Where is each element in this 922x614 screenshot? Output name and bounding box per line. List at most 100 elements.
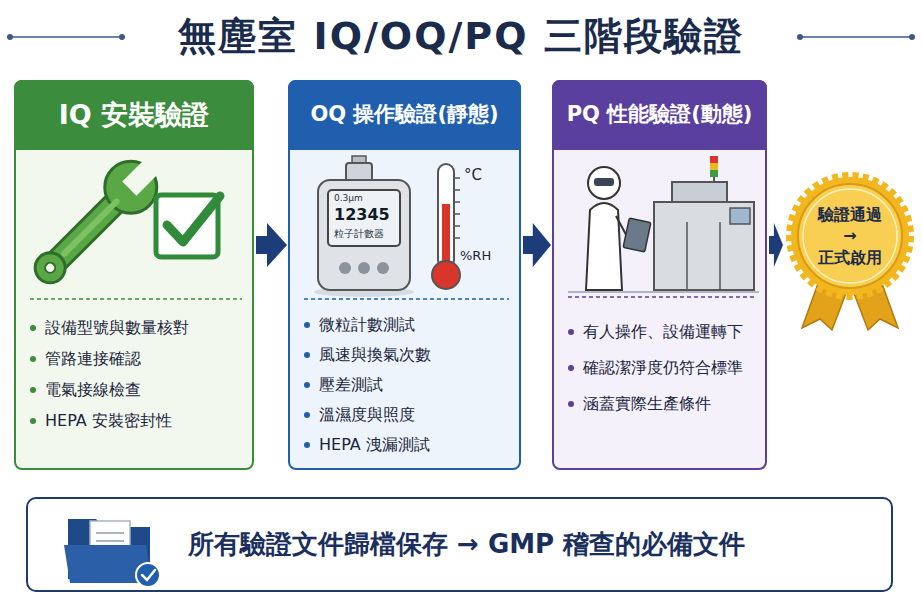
signal-yellow xyxy=(710,163,718,170)
rule-dot xyxy=(7,34,13,40)
bullet-row: 有人操作、設備運轉下 xyxy=(568,314,759,350)
signal-red xyxy=(710,156,718,163)
bullet-row: 設備型號與數量核對 xyxy=(30,312,246,343)
icon-part xyxy=(454,213,460,215)
bullet-row: 確認潔淨度仍符合標準 xyxy=(568,350,759,386)
approval-badge: 驗證通過 → 正式啟用 xyxy=(784,170,916,330)
bullet-text: 微粒計數測試 xyxy=(319,315,415,335)
bullet-row: 壓差測試 xyxy=(304,370,513,400)
bullet-row: 管路連接確認 xyxy=(30,343,246,374)
rule-dot xyxy=(909,34,915,40)
icon-part xyxy=(454,237,460,239)
badge-face: 驗證通過 → 正式啟用 xyxy=(784,170,916,302)
check-mark xyxy=(167,196,220,242)
dashed-divider xyxy=(304,298,509,300)
machine-body xyxy=(654,202,754,290)
bullet-dot xyxy=(304,322,310,328)
icon-part xyxy=(122,159,159,196)
header-band: IQ 安裝驗證 xyxy=(14,80,254,150)
bar-text-area: 所有驗證文件歸檔保存 → GMP 稽查的必備文件 xyxy=(188,499,877,590)
icon-part xyxy=(454,177,460,179)
bullet-text: 確認潔淨度仍符合標準 xyxy=(583,358,743,378)
phase-panel: PQ 性能驗證(動態) 有人操作、設備運轉下確認潔淨度仍符合標準涵蓋實際生產條件 xyxy=(552,80,767,470)
panel-heading: IQ 安裝驗證 xyxy=(59,99,209,131)
bullet-row: 風速與換氣次數 xyxy=(304,340,513,370)
archive-text: 所有驗證文件歸檔保存 → GMP 稽查的必備文件 xyxy=(188,529,745,560)
device-label: %RH xyxy=(460,248,491,264)
bullet-row: 涵蓋實際生產條件 xyxy=(568,386,759,422)
signal-green xyxy=(710,170,718,177)
dashed-divider xyxy=(568,296,755,298)
check-mark xyxy=(142,570,155,580)
device-label: °C xyxy=(464,166,482,184)
header-band: OQ 操作驗證(靜態) xyxy=(288,80,521,150)
machine-door xyxy=(719,222,721,290)
panel-heading: OQ 操作驗證(靜態) xyxy=(310,102,498,127)
phase-panel: IQ 安裝驗證設備型號與數量核對管路連接確認電氣接線檢查 HEPA 安裝密封性 xyxy=(14,80,254,470)
flow-arrow xyxy=(256,223,287,267)
flow-arrow xyxy=(769,223,783,267)
header-band: PQ 性能驗證(動態) xyxy=(552,80,767,150)
bullet-dot xyxy=(30,418,36,424)
bullet-text: 有人操作、設備運轉下 xyxy=(583,322,743,342)
bullet-dot xyxy=(568,329,574,335)
bullet-row: HEPA 安裝密封性 xyxy=(30,405,246,436)
bullet-row: 微粒計數測試 xyxy=(304,310,513,340)
archive-bar: 所有驗證文件歸檔保存 → GMP 稽查的必備文件 xyxy=(26,497,893,592)
thermometer-ticks xyxy=(454,178,460,238)
bullet-row: HEPA 洩漏測試 xyxy=(304,430,513,460)
wrench-icon xyxy=(21,148,170,297)
bullet-text: 設備型號與數量核對 xyxy=(45,318,189,338)
bullet-text: 涵蓋實際生產條件 xyxy=(583,394,711,414)
bullet-dot xyxy=(30,325,36,331)
flow-arrow xyxy=(523,223,551,267)
bullet-dot xyxy=(304,442,310,448)
badge-text: 驗證通過 → 正式啟用 xyxy=(810,204,890,269)
counter-screen xyxy=(328,190,400,246)
document-line xyxy=(96,532,124,534)
icon-part xyxy=(60,197,121,258)
phase-panel: OQ 操作驗證(靜態) 微粒計數測試風速與換氣次數壓差測試溫濕度與照度 HEPA 洩… xyxy=(288,80,521,470)
counter-button xyxy=(339,262,351,274)
bullet-text: 管路連接確認 xyxy=(45,349,141,369)
bullet-text: HEPA 洩漏測試 xyxy=(319,435,430,455)
bullet-row: 電氣接線檢查 xyxy=(30,374,246,405)
bullet-dot xyxy=(304,382,310,388)
dashed-divider xyxy=(30,298,242,300)
bullet-text: 電氣接線檢查 xyxy=(45,380,141,400)
rosette-ring xyxy=(803,189,897,283)
machine-door xyxy=(686,222,688,290)
floor-line xyxy=(568,291,759,293)
bullet-text: 溫濕度與照度 xyxy=(319,405,415,425)
check-badge xyxy=(136,563,160,587)
device-label: 12345 xyxy=(334,205,390,224)
particle-counter xyxy=(318,180,410,290)
title-rule xyxy=(10,36,122,38)
rosette-face xyxy=(798,184,902,288)
bullet-row: 溫濕度與照度 xyxy=(304,400,513,430)
bullet-dot xyxy=(304,412,310,418)
thermometer-bulb xyxy=(432,261,460,289)
machine-top xyxy=(672,182,727,204)
rule-dot xyxy=(119,34,125,40)
diagram-title: 無塵室 IQ/OQ/PQ 三階段驗證 xyxy=(0,10,922,62)
bullet-dot xyxy=(304,352,310,358)
counter-button xyxy=(358,262,370,274)
icon-part xyxy=(454,189,460,191)
title-rule xyxy=(800,36,912,38)
icon-part xyxy=(454,201,460,203)
rule-dot xyxy=(797,34,803,40)
rosette-edge xyxy=(791,177,909,295)
bullet-dot xyxy=(30,387,36,393)
document-line xyxy=(96,540,124,542)
icon-part xyxy=(454,225,460,227)
counter-button xyxy=(377,262,389,274)
bullet-dot xyxy=(568,365,574,371)
icon-part xyxy=(43,261,57,275)
clipboard xyxy=(623,218,651,252)
bullet-text: 壓差測試 xyxy=(319,375,383,395)
bullet-text: 風速與換氣次數 xyxy=(319,345,431,365)
machine-screen xyxy=(730,208,750,224)
worker-goggles xyxy=(594,178,614,186)
